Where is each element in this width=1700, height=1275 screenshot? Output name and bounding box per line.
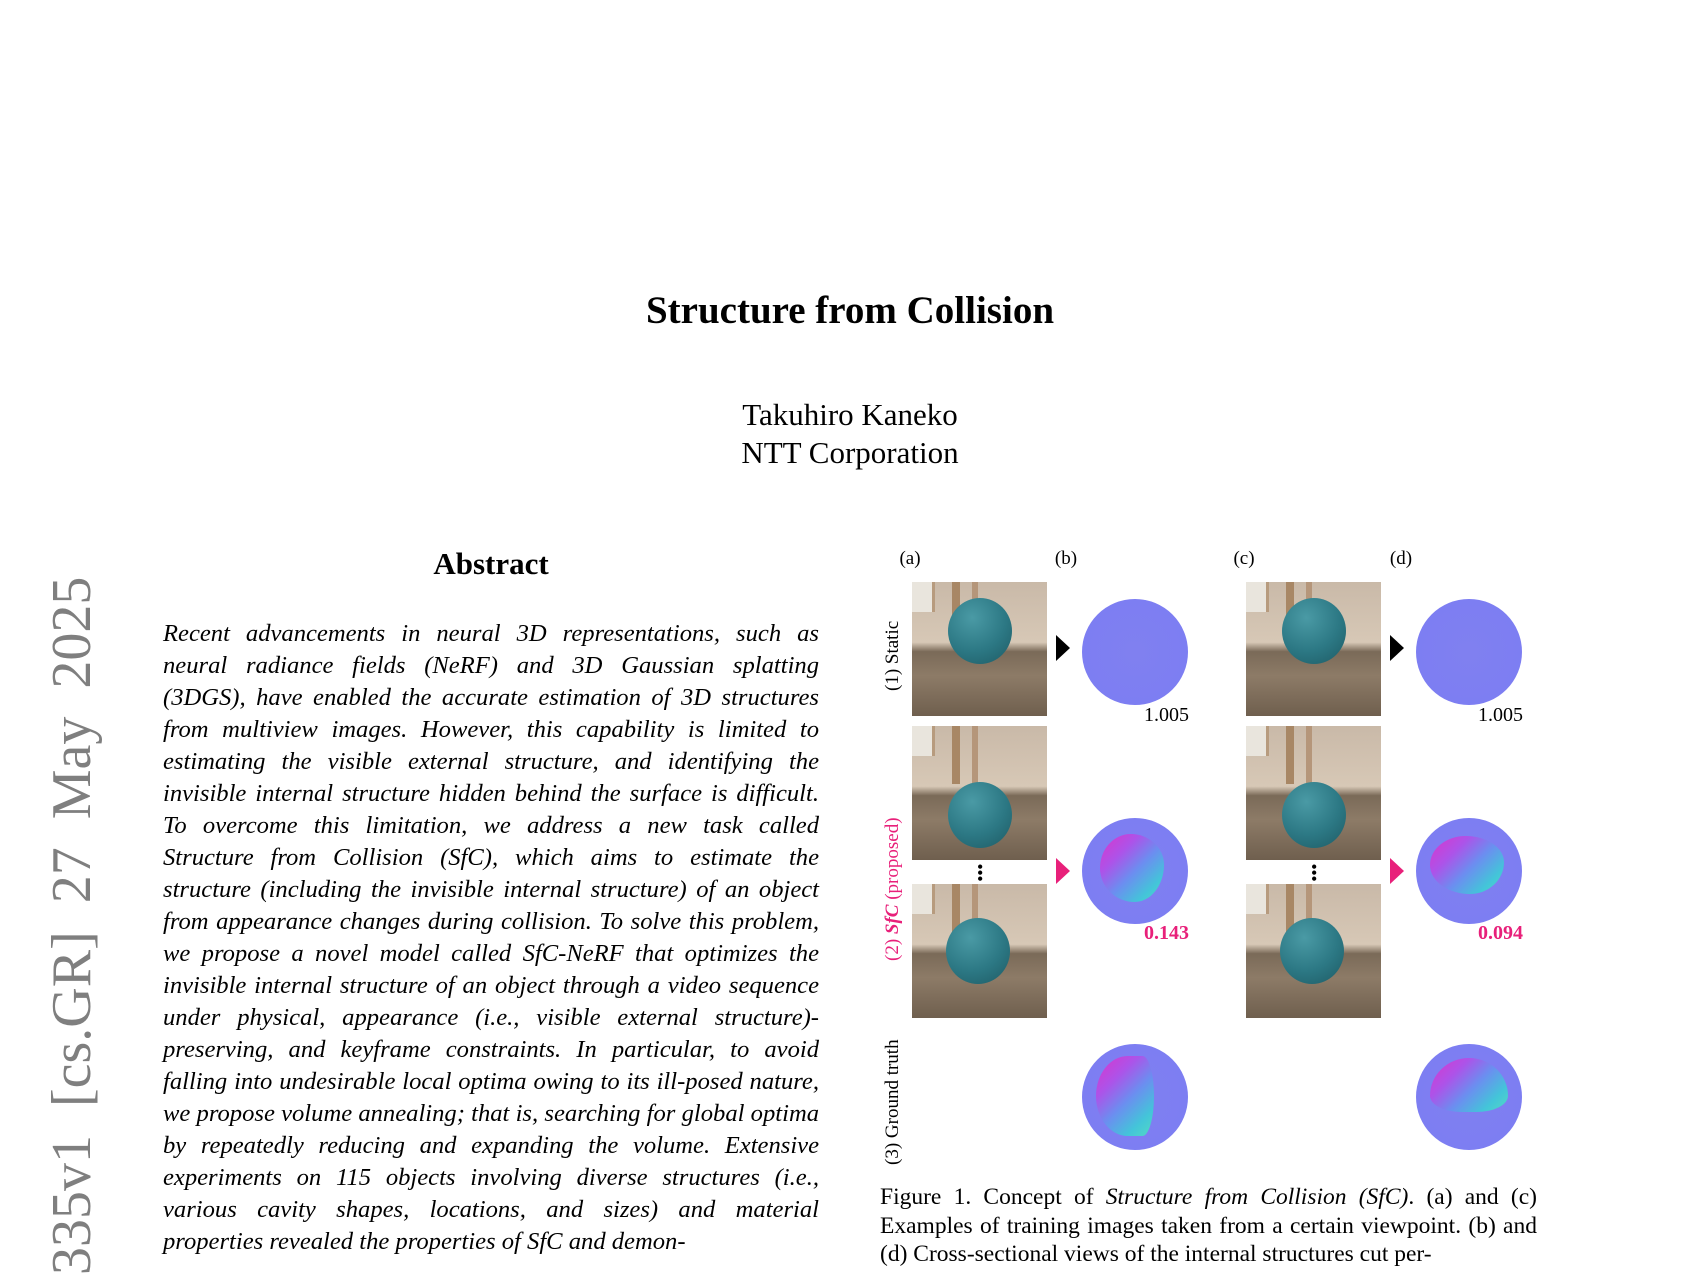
training-image-static-a [912,582,1047,716]
figure-caption: Figure 1. Concept of Structure from Coll… [880,1183,1537,1269]
cross-section-sfc-b [1082,818,1188,924]
cross-section-gt-d [1416,1044,1522,1150]
score-sfc-d: 0.094 [1478,922,1523,944]
cross-section-static-b [1082,599,1188,705]
cross-section-gt-b [1082,1044,1188,1150]
score-static-d: 1.005 [1478,704,1523,726]
column-label-b: (b) [1054,548,1078,569]
estimated-cavity [1100,834,1164,902]
training-image-sfc-a-bottom [912,884,1047,1018]
sphere-object [1282,782,1346,848]
arrow-icon [1056,858,1070,884]
sphere-object [948,598,1012,664]
caption-rest: . (a) and (c) Examples of training image… [880,1184,1537,1267]
author-affiliation: NTT Corporation [741,435,959,470]
arrow-icon [1390,858,1404,884]
arrow-icon [1056,635,1070,661]
arrow-icon [1390,635,1404,661]
column-label-a: (a) [899,548,921,569]
row-label-sfc-name: SfC [882,904,903,935]
row-label-sfc-prefix: (2) [882,934,903,961]
score-static-b: 1.005 [1144,704,1189,726]
abstract-heading: Abstract [433,546,549,581]
column-label-d: (d) [1389,548,1413,569]
ground-truth-cavity [1430,1058,1508,1112]
cross-section-static-d [1416,599,1522,705]
training-image-sfc-c-top [1246,726,1381,860]
author-name: Takuhiro Kaneko [742,397,958,432]
row-label-sfc-suffix: (proposed) [882,817,903,905]
sphere-object [948,782,1012,848]
score-sfc-b: 0.143 [1144,922,1189,944]
column-label-c: (c) [1233,548,1255,569]
author-block: Takuhiro Kaneko NTT Corporation [0,396,1700,472]
sphere-object [1282,598,1346,664]
training-image-static-c [1246,582,1381,716]
paper-title: Structure from Collision [645,289,1055,332]
training-image-sfc-c-bottom [1246,884,1381,1018]
ellipsis-icon: ••• [977,857,984,889]
ellipsis-icon: ••• [1311,857,1318,889]
training-image-sfc-a-top [912,726,1047,860]
row-label-static: (1) Static [882,620,903,691]
figure-1: (a) (b) (c) (d) (1) Static (2) SfC (prop… [880,548,1550,1178]
ground-truth-cavity [1096,1056,1154,1136]
arxiv-stamp-text: 335v1 [cs.GR] 27 May 2025 [41,576,103,1275]
sphere-object [946,918,1010,984]
caption-prefix: Figure 1. Concept of [880,1184,1106,1210]
estimated-cavity [1430,836,1504,894]
row-label-ground-truth: (3) Ground truth [882,1039,903,1165]
arxiv-stamp: 335v1 [cs.GR] 27 May 2025 [40,577,103,1275]
sphere-object [1280,918,1344,984]
cross-section-sfc-d [1416,818,1522,924]
abstract-body: Recent advancements in neural 3D represe… [163,618,819,1258]
abstract-text: Recent advancements in neural 3D represe… [163,620,819,1255]
caption-italic: Structure from Collision (SfC) [1105,1184,1409,1210]
row-label-sfc: (2) SfC (proposed) [882,817,904,961]
